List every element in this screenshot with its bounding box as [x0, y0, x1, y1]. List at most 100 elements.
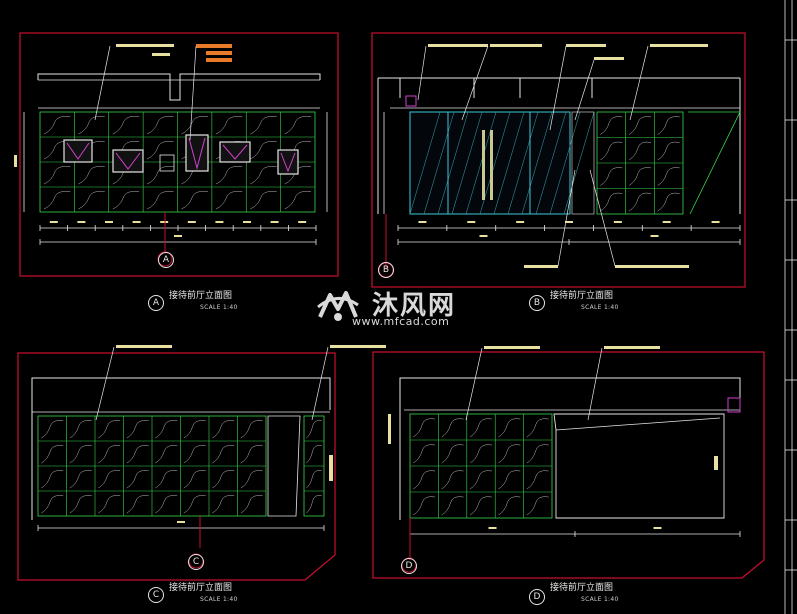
marble-vein [183, 470, 206, 489]
dimension-text [467, 221, 476, 223]
marble-vein [78, 191, 105, 210]
display-panel [553, 413, 725, 519]
view-a-title: 接待前厅立面图 [169, 291, 233, 301]
wall-niche [63, 139, 93, 163]
marble-vein [126, 495, 149, 514]
marble-vein [240, 445, 263, 464]
marble-vein [112, 116, 140, 135]
marble-vein [183, 420, 206, 439]
tile-grid [303, 415, 325, 517]
dimension-text [565, 221, 573, 223]
view-b-letter: B [529, 295, 545, 311]
glass-hatch [549, 111, 581, 215]
marble-vein [146, 166, 174, 185]
door-handle [490, 130, 493, 200]
wall-niche [277, 149, 299, 175]
marble-vein [284, 191, 312, 210]
switch-plate [159, 154, 175, 172]
tile-grid [409, 413, 553, 519]
dimension-text [388, 414, 391, 444]
marble-vein [155, 420, 178, 439]
highlight-bar [196, 44, 232, 48]
marble-vein [69, 445, 92, 464]
tile-grid [37, 415, 267, 517]
callout-label-bar [615, 265, 689, 268]
niche-light [188, 137, 206, 170]
marble-vein [98, 495, 121, 514]
marble-vein [98, 470, 121, 489]
marble-vein [498, 444, 521, 464]
marble-vein [441, 470, 464, 490]
marble-vein [155, 495, 178, 514]
marble-vein [469, 444, 492, 464]
glass-hatch [423, 111, 455, 215]
callout-label-bar [490, 44, 542, 47]
marble-vein [240, 495, 263, 514]
elevation-a [14, 44, 328, 267]
marble-vein [441, 496, 464, 516]
marble-vein [215, 191, 243, 210]
view-d-letter: D [529, 589, 545, 605]
view-b-title: 接待前厅立面图 [550, 291, 614, 301]
wall-niche [112, 149, 144, 173]
marble-vein [215, 116, 243, 135]
marble-vein [413, 496, 436, 516]
view-c-letter: C [148, 587, 164, 603]
marble-vein [657, 192, 680, 212]
dimension-text [160, 221, 169, 223]
section-marker-c: C [188, 554, 204, 570]
frame-a [19, 32, 339, 277]
frame-c [17, 352, 336, 581]
side-angle [688, 111, 741, 215]
marble-vein [284, 116, 312, 135]
highlight-bar [206, 58, 232, 62]
dimension-text [418, 221, 427, 223]
marble-vein [69, 470, 92, 489]
marble-vein [441, 444, 464, 464]
dimension-text [479, 235, 488, 237]
leader [465, 347, 483, 421]
dimension-text [516, 221, 525, 223]
callout-label-bar [484, 346, 540, 349]
marble-vein [441, 418, 464, 438]
leader [461, 45, 489, 121]
marble-vein [600, 167, 623, 186]
marble-vein [413, 418, 436, 438]
marble-vein [306, 420, 322, 439]
marble-vein [69, 420, 92, 439]
marble-vein [526, 444, 549, 464]
marble-vein [250, 116, 277, 135]
dimension-text [711, 221, 720, 223]
marble-vein [43, 191, 71, 210]
dimension-text [714, 456, 718, 470]
dimension-text [77, 221, 86, 223]
leader [549, 45, 567, 131]
view-d-title: 接待前厅立面图 [550, 583, 614, 593]
view-b-scale: SCALE 1:40 [581, 304, 619, 311]
dimension-text [105, 221, 113, 223]
section-marker-d: D [401, 558, 417, 574]
dimension-text [650, 235, 659, 237]
marble-vein [41, 445, 64, 464]
frame-b [371, 32, 746, 288]
view-a-letter: A [148, 295, 164, 311]
side-panel [571, 111, 595, 215]
highlight-bar [206, 51, 232, 55]
leader [189, 45, 197, 141]
view-c-scale: SCALE 1:40 [200, 596, 238, 603]
marble-vein [306, 495, 322, 514]
marble-vein [78, 166, 105, 185]
marble-vein [526, 496, 549, 516]
glass-hatch [437, 111, 469, 215]
dimension-text [177, 521, 185, 523]
watermark-name: 沐风网 [372, 291, 457, 321]
marble-vein [41, 420, 64, 439]
niche-light [280, 152, 296, 173]
niche-light [115, 152, 141, 170]
dimension-text [14, 155, 17, 167]
dimension-text [329, 455, 333, 481]
glass-hatch [563, 111, 595, 215]
marble-vein [498, 496, 521, 516]
leader [629, 45, 649, 121]
glass-hatch [493, 111, 525, 215]
